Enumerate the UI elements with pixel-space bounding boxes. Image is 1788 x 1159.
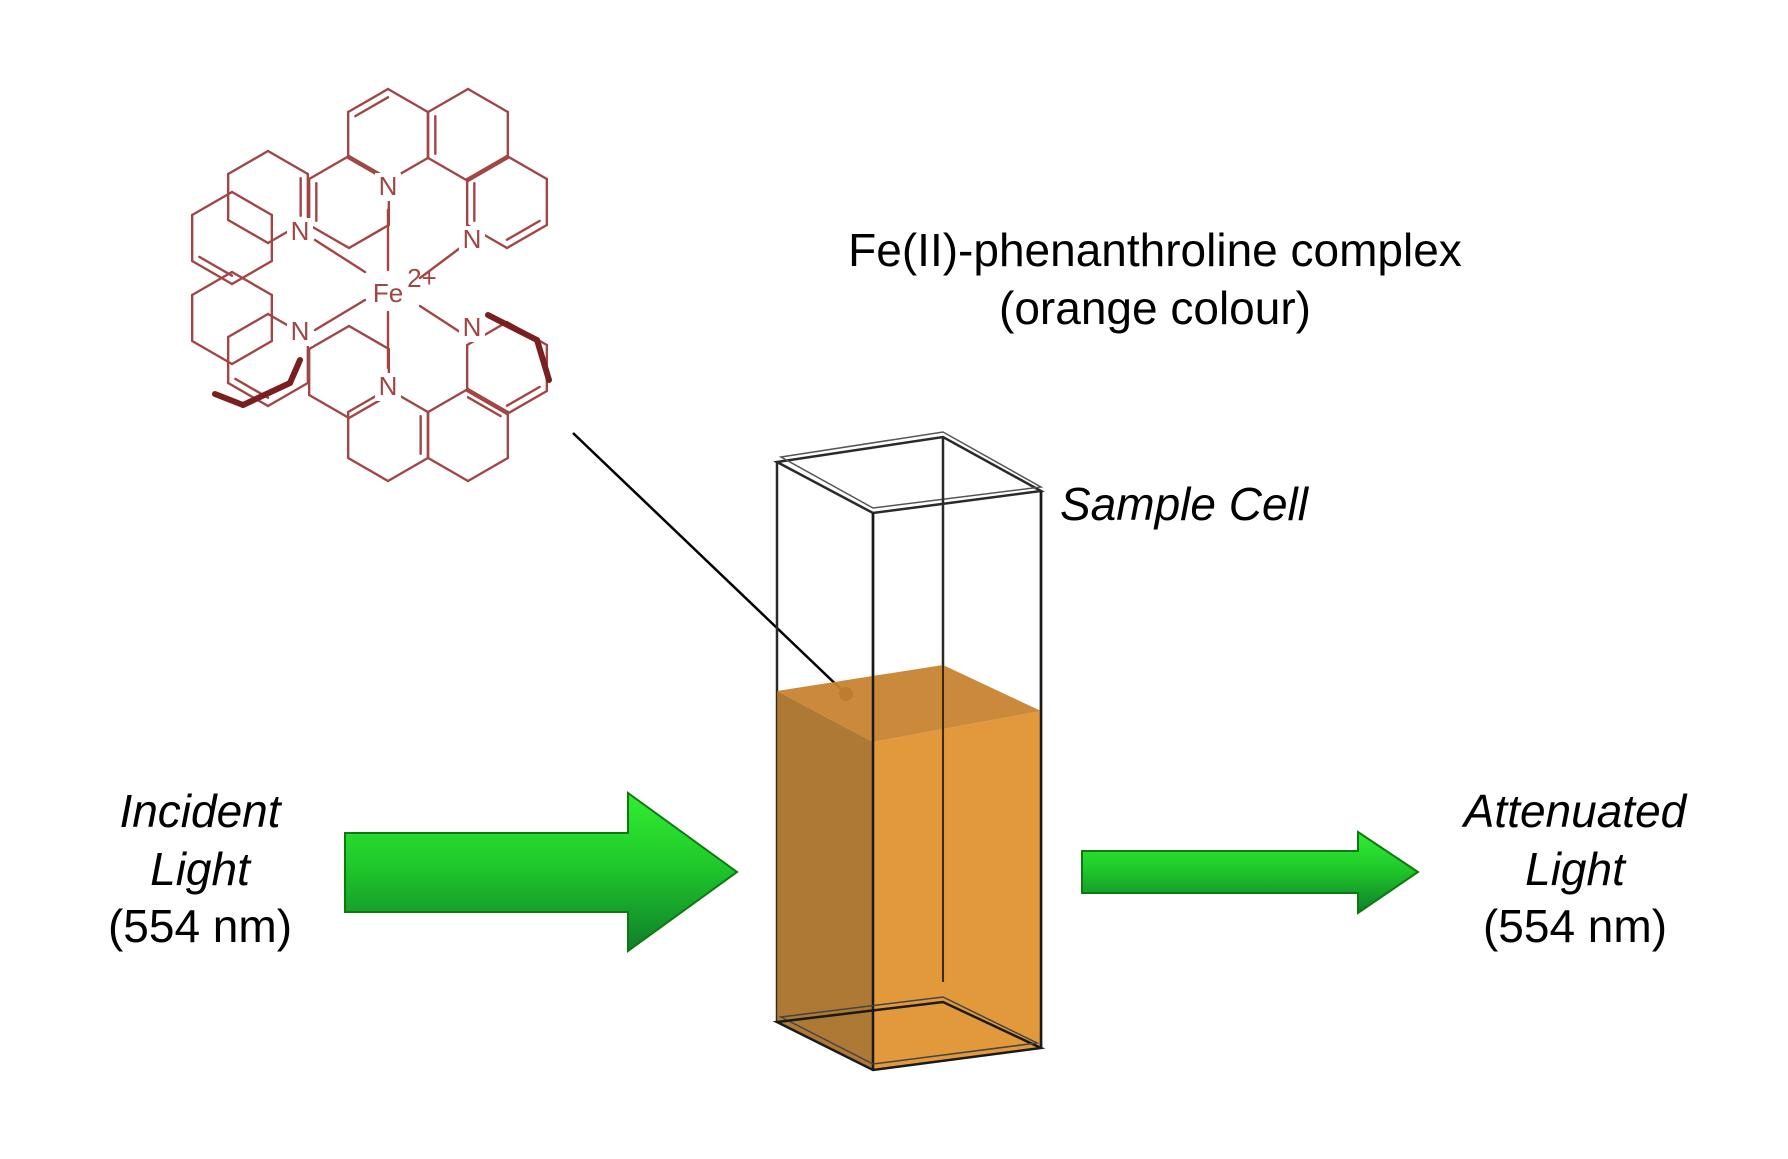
bond [347, 324, 391, 351]
atom-backdrop [459, 226, 485, 254]
bond [505, 223, 549, 250]
bond [466, 87, 510, 114]
bond [266, 149, 310, 176]
bond [347, 223, 391, 250]
bond [307, 223, 351, 250]
bond [307, 324, 351, 351]
bond [466, 387, 510, 414]
bond [198, 255, 234, 277]
atom-backdrop [287, 318, 313, 346]
bond [465, 154, 509, 181]
sample-cell-label: Sample Cell [1060, 478, 1308, 530]
bond [266, 381, 310, 408]
bond [386, 87, 430, 114]
bond [307, 154, 351, 181]
bond [307, 393, 351, 420]
bond [418, 246, 462, 280]
bond [426, 387, 470, 414]
nitrogen-atom-label: N [463, 224, 482, 254]
bond [212, 391, 246, 408]
bond [505, 385, 541, 407]
cuvette-icon [772, 431, 1046, 1072]
bond [190, 190, 234, 217]
complex-colour-note: (orange colour) [999, 281, 1311, 334]
atom-backdrop [375, 173, 401, 201]
attenuated-wavelength: (554 nm) [1482, 900, 1668, 952]
atom-backdrop [287, 218, 313, 246]
incident-line2: Light [150, 842, 250, 895]
bond [426, 156, 470, 183]
bond [346, 456, 390, 483]
bond [466, 156, 510, 183]
bond [466, 396, 502, 418]
incident-light-label: Incident Light (554 nm) [70, 783, 330, 956]
bond [190, 270, 234, 297]
bond [190, 259, 234, 286]
incident-line1: Incident [119, 785, 281, 837]
bond [230, 190, 274, 217]
attenuated-arrow-icon [1081, 830, 1420, 915]
nitrogen-atom-label: N [379, 371, 398, 401]
incident-arrow-icon [344, 791, 739, 953]
bond [313, 298, 367, 332]
metal-atom-label: Fe [373, 278, 403, 308]
incident-wavelength: (554 nm) [107, 900, 293, 952]
bond [354, 96, 390, 118]
nitrogen-atom-label: N [291, 316, 310, 346]
attenuated-line2: Light [1525, 842, 1625, 895]
atom-backdrop [459, 314, 485, 342]
atom-backdrop [375, 373, 401, 401]
bond [313, 238, 367, 274]
bond [240, 380, 293, 408]
solution [777, 665, 1041, 1070]
bond [386, 456, 430, 483]
bond [230, 339, 274, 366]
bond [230, 259, 274, 286]
nitrogen-atom-label: N [463, 312, 482, 342]
bond [226, 218, 270, 245]
nitrogen-atom-label: N [379, 171, 398, 201]
complex-name: Fe(II)-phenanthroline complex [848, 224, 1462, 276]
bond [346, 87, 390, 114]
bond [226, 149, 270, 176]
bond [505, 154, 549, 181]
bond [465, 389, 509, 416]
complex-label: Fe(II)-phenanthroline complex (orange co… [600, 222, 1710, 337]
bond [226, 381, 270, 408]
bond [466, 456, 510, 483]
bond [190, 339, 234, 366]
bond [230, 270, 274, 297]
attenuated-line1: Attenuated [1463, 785, 1687, 837]
bond [426, 456, 470, 483]
bond [226, 312, 270, 339]
nitrogen-atom-label: N [291, 216, 310, 246]
attenuated-light-label: Attenuated Light (554 nm) [1430, 783, 1720, 956]
bond [505, 219, 541, 241]
bond [426, 87, 470, 114]
bond [287, 357, 303, 386]
bond [534, 337, 552, 383]
bond [418, 304, 462, 334]
bond [505, 389, 549, 416]
bond [485, 312, 540, 343]
